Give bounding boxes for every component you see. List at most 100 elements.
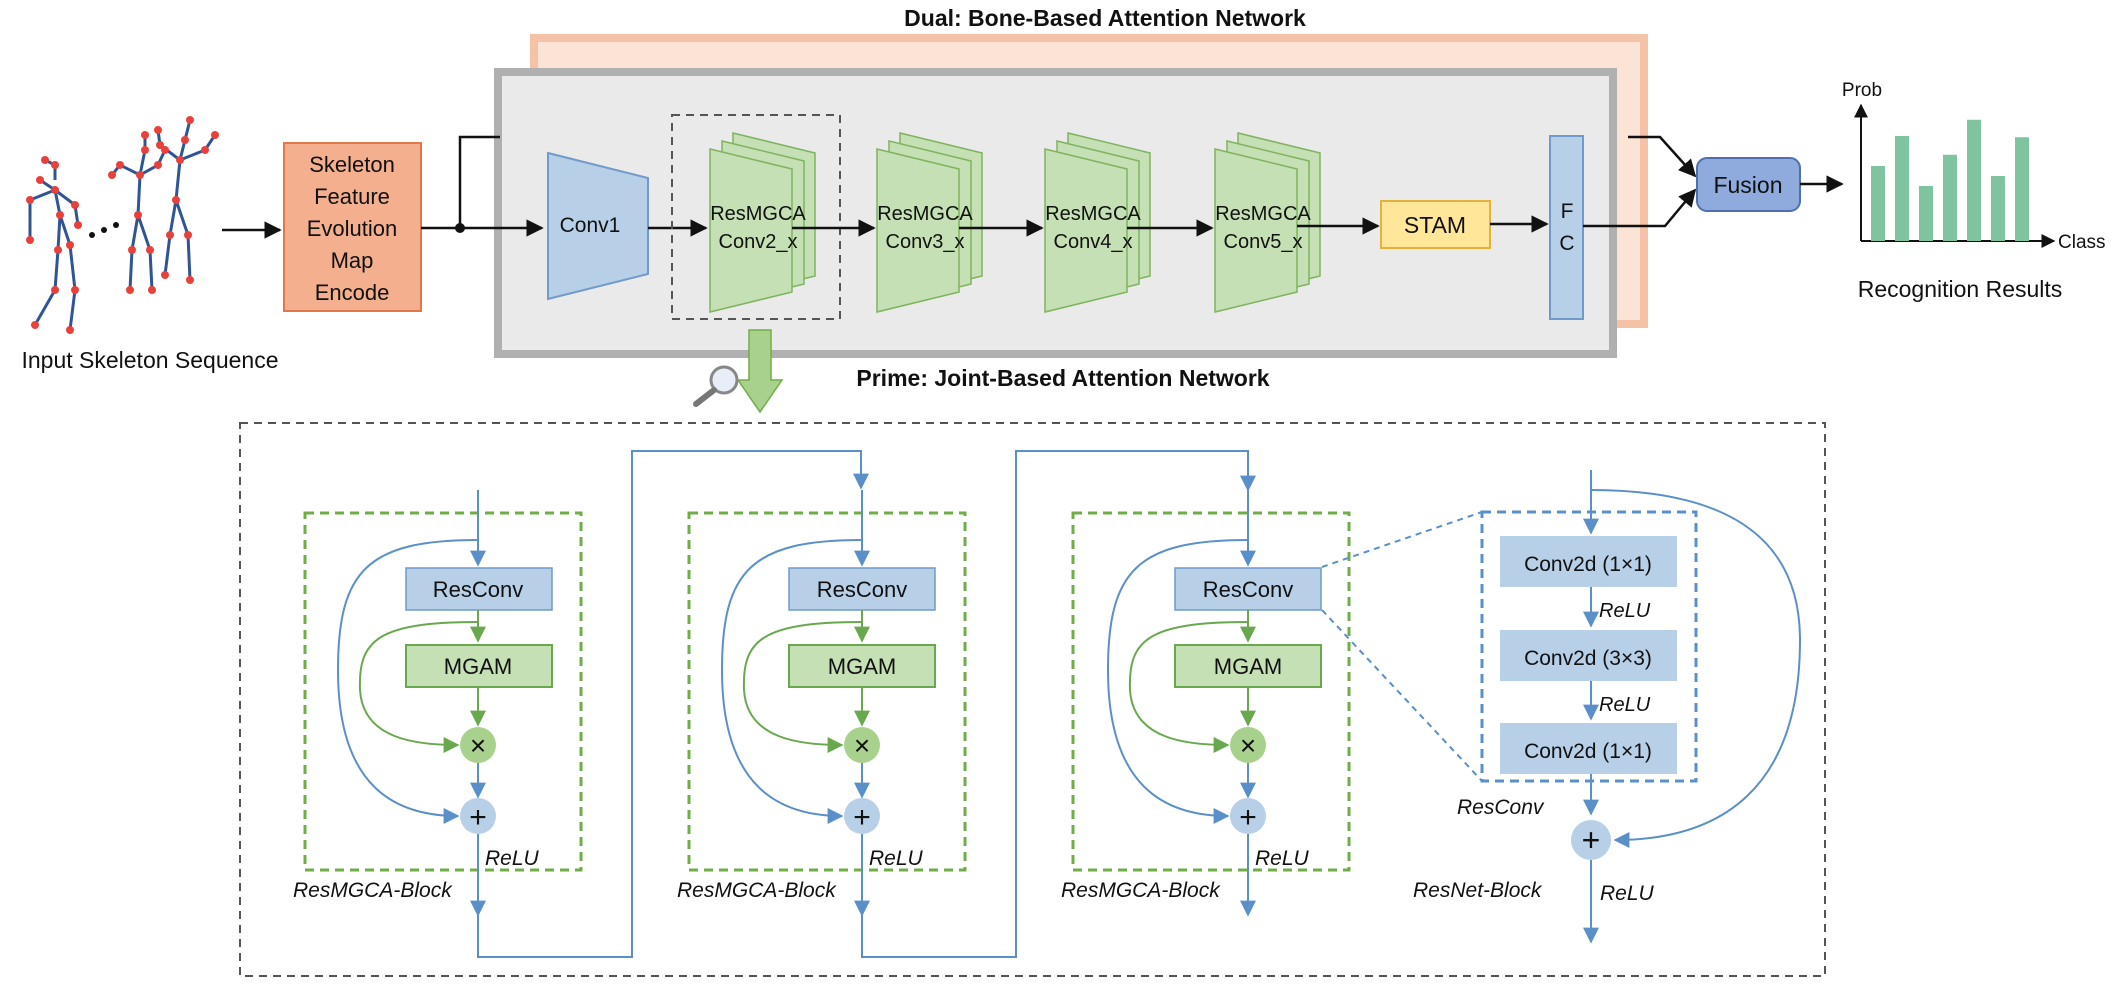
zoom-highlight-box (671, 114, 841, 320)
add-node (844, 798, 880, 834)
add-node (460, 798, 496, 834)
stage-label-line1: ResMGCA (1215, 203, 1311, 225)
chart-bar (1991, 176, 2005, 241)
multiply-node (1230, 727, 1266, 763)
resnet-relu: ReLU (1599, 600, 1651, 622)
conv1-block (547, 151, 649, 301)
magnifier-icon (693, 365, 739, 407)
fc-box (1549, 135, 1584, 320)
chart-y-label: Prob (1842, 80, 1882, 101)
resnet-relu-out: ReLU (1600, 882, 1655, 905)
ellipsis-dots (89, 222, 119, 238)
chart-bar (1871, 166, 1885, 241)
stage-label-line2: Conv4_x (1054, 231, 1133, 253)
resnet-zoom-line (1321, 511, 1483, 568)
resconv-box (1174, 567, 1322, 611)
residual-skip (1106, 539, 1249, 824)
prime-network-title: Prime: Joint-Based Attention Network (856, 365, 1269, 391)
block-border (1071, 511, 1351, 872)
resnet-conv-label: Conv2d (3×3) (1524, 647, 1652, 670)
stage-label-line2: Conv2_x (719, 231, 798, 253)
branch-point (455, 223, 465, 233)
block-caption: ResMGCA-Block (293, 879, 453, 902)
mgam-label: MGAM (1214, 654, 1282, 679)
resnet-conv-box (1500, 630, 1677, 681)
resnet-add-node (1571, 820, 1611, 860)
add-symbol: + (853, 801, 871, 834)
residual-skip (720, 539, 863, 824)
resnet-block-caption: ResNet-Block (1413, 879, 1543, 902)
add-node (1230, 798, 1266, 834)
residual-skip (336, 539, 479, 824)
zoom-down-arrow (736, 329, 784, 414)
stage-block-conv5: ResMGCA Conv5_x (1214, 132, 1321, 313)
resnet-conv-label: Conv2d (1×1) (1524, 553, 1652, 576)
relu-label: ReLU (485, 847, 540, 870)
stage-label-line2: Conv5_x (1224, 231, 1303, 253)
resconv-box (788, 567, 936, 611)
attention-bypass (358, 621, 479, 753)
resnet-zoom-line (1321, 609, 1483, 782)
sfem-line: Feature (314, 184, 390, 209)
chart-bars (1871, 119, 2029, 241)
sfem-line: Evolution (307, 216, 398, 241)
fc-label-line: C (1559, 232, 1574, 255)
dual-network-title: Dual: Bone-Based Attention Network (904, 5, 1306, 31)
block-caption: ResMGCA-Block (677, 879, 837, 902)
resnet-relu: ReLU (1599, 694, 1651, 716)
stage-block-conv2: ResMGCA Conv2_x (709, 132, 816, 313)
mgam-box (1174, 644, 1322, 688)
fusion-label: Fusion (1713, 172, 1782, 198)
block-border (687, 511, 967, 872)
resconv-label: ResConv (1203, 577, 1293, 602)
resconv-detail-box (1480, 510, 1698, 783)
resconv-label: ResConv (433, 577, 523, 602)
relu-label: ReLU (869, 847, 924, 870)
block-border (303, 511, 583, 872)
resnet-conv-box (1500, 536, 1677, 587)
stage-label-line1: ResMGCA (1045, 203, 1141, 225)
chart-bar (1943, 154, 1957, 241)
skeleton-joints (108, 116, 219, 294)
skeleton-joints (26, 156, 82, 334)
resconv-box (405, 567, 553, 611)
results-chart: Prob Class (1842, 80, 2106, 253)
chart-bar (2015, 137, 2029, 241)
resnet-add-symbol: + (1582, 822, 1601, 858)
sfem-label: Skeleton Feature Evolution Map Encode (307, 152, 398, 305)
relu-label: ReLU (1255, 847, 1310, 870)
arrow-dual-to-fusion (1628, 135, 1697, 178)
sfem-line: Skeleton (309, 152, 395, 177)
detail-panel (239, 422, 1826, 977)
input-label: Input Skeleton Sequence (21, 347, 278, 373)
multiply-node (844, 727, 880, 763)
resconv-label: ResConv (817, 577, 907, 602)
multiply-symbol: × (470, 730, 486, 761)
results-title: Recognition Results (1858, 276, 2063, 302)
multiply-node (460, 727, 496, 763)
stage-label-line1: ResMGCA (877, 203, 973, 225)
multiply-symbol: × (854, 730, 870, 761)
fc-label-line: F (1561, 200, 1574, 223)
chart-x-label: Class (2058, 232, 2106, 253)
mgam-label: MGAM (444, 654, 512, 679)
add-symbol: + (469, 801, 487, 834)
stam-box (1380, 200, 1491, 249)
chart-bar (1895, 136, 1909, 241)
mgam-box (788, 644, 936, 688)
block-connectors (477, 450, 1256, 958)
mgam-label: MGAM (828, 654, 896, 679)
stage-block-conv4: ResMGCA Conv4_x (1044, 132, 1151, 313)
stage-label-line1: ResMGCA (710, 203, 806, 225)
resnet-conv-label: Conv2d (1×1) (1524, 740, 1652, 763)
arrow-prime-to-fusion (1583, 188, 1697, 228)
sfem-line: Encode (315, 280, 390, 305)
stam-label: STAM (1404, 212, 1466, 238)
chart-bar (1919, 186, 1933, 241)
multiply-symbol: × (1240, 730, 1256, 761)
resnet-conv-box (1500, 723, 1677, 774)
sfem-output-connectors (421, 135, 544, 237)
